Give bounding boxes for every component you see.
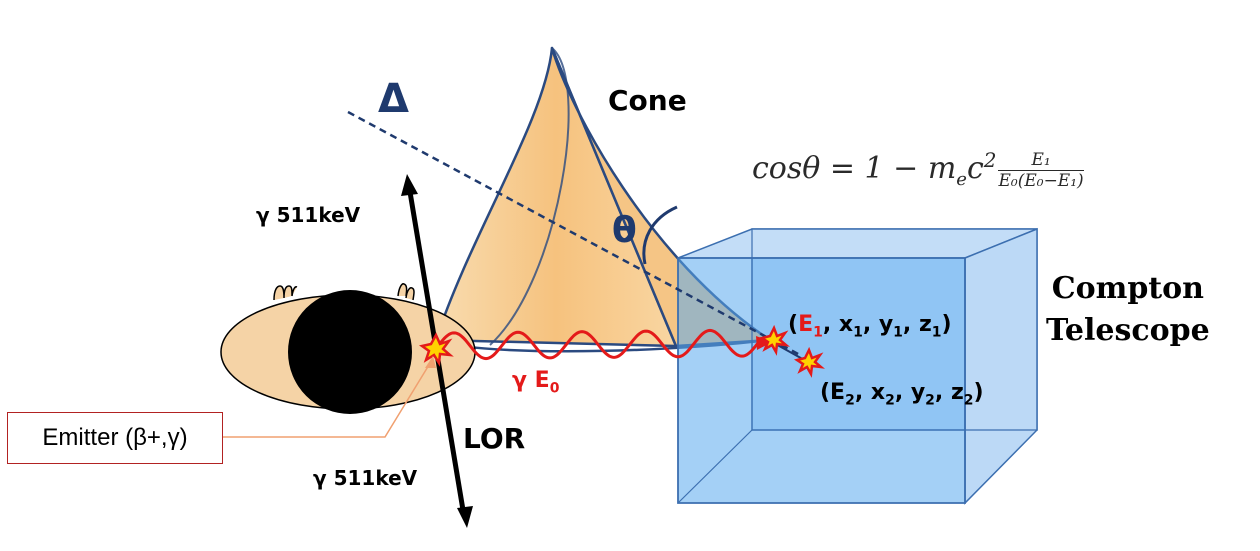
delta-label: Δ [378, 76, 409, 122]
p1-x-sub: 1 [853, 324, 863, 341]
gamma-bottom-label: γ 511keV [313, 466, 418, 490]
p2-z: , z [934, 380, 964, 405]
gamma-e0-label: γ E0 [512, 368, 559, 396]
p1-open: ( [788, 312, 799, 337]
gamma-e0-text: γ E [512, 368, 550, 393]
formula-c: c [966, 151, 984, 186]
p1-y-sub: 1 [893, 324, 903, 341]
p1-z-sub: 1 [931, 324, 942, 341]
theta-arc [642, 205, 678, 265]
emitter-label-box: Emitter (β+,γ) [7, 412, 223, 464]
cone-axis-line [347, 110, 801, 357]
compton-label-line1: Compton [1051, 271, 1204, 306]
emitter-label: Emitter (β+,γ) [42, 424, 188, 451]
interaction-point-2-star [793, 346, 825, 378]
p1-z: , z [902, 312, 932, 337]
lor-label: LOR [463, 422, 526, 455]
p2-open: (E [820, 380, 846, 405]
emission-point-star [418, 332, 454, 367]
p2-e-sub: 2 [845, 392, 855, 409]
cone-label: Cone [608, 84, 687, 117]
p2-x-sub: 2 [885, 392, 895, 409]
gamma-wave-arrowhead [756, 336, 772, 350]
formula-denominator: E₀(E₀−E₁) [998, 170, 1084, 191]
p2-close: ) [973, 380, 984, 405]
formula-lhs: cosθ = 1 − m [752, 151, 957, 186]
formula-me-sub: e [956, 169, 967, 190]
p2-y: , y [894, 380, 926, 405]
p1-e: E [798, 312, 814, 337]
p2-x: , x [854, 380, 886, 405]
compton-label-line2: Telescope [1046, 313, 1210, 348]
gamma-wave [436, 328, 760, 361]
theta-label: θ [612, 210, 637, 251]
interaction-point-2-label: (E2, x2, y2, z2) [820, 380, 984, 408]
compton-telescope-label: Compton Telescope [1046, 268, 1210, 352]
formula-c-sup: 2 [983, 148, 997, 172]
cube-front-face [677, 257, 966, 504]
p2-z-sub: 2 [963, 392, 974, 409]
p2-y-sub: 2 [925, 392, 935, 409]
patient-head [220, 283, 476, 414]
p1-x: , x [822, 312, 854, 337]
interaction-point-1-star [758, 324, 790, 356]
formula-numerator: E₁ [998, 150, 1084, 171]
interaction-point-1-label: (E1, x1, y1, z1) [788, 312, 952, 340]
gamma-top-label: γ 511keV [256, 203, 361, 227]
gamma-e0-sub: 0 [549, 380, 560, 397]
p1-close: ) [941, 312, 952, 337]
emitter-leader-line [223, 359, 433, 438]
p1-e-sub: 1 [813, 324, 823, 341]
p1-y: , y [862, 312, 894, 337]
